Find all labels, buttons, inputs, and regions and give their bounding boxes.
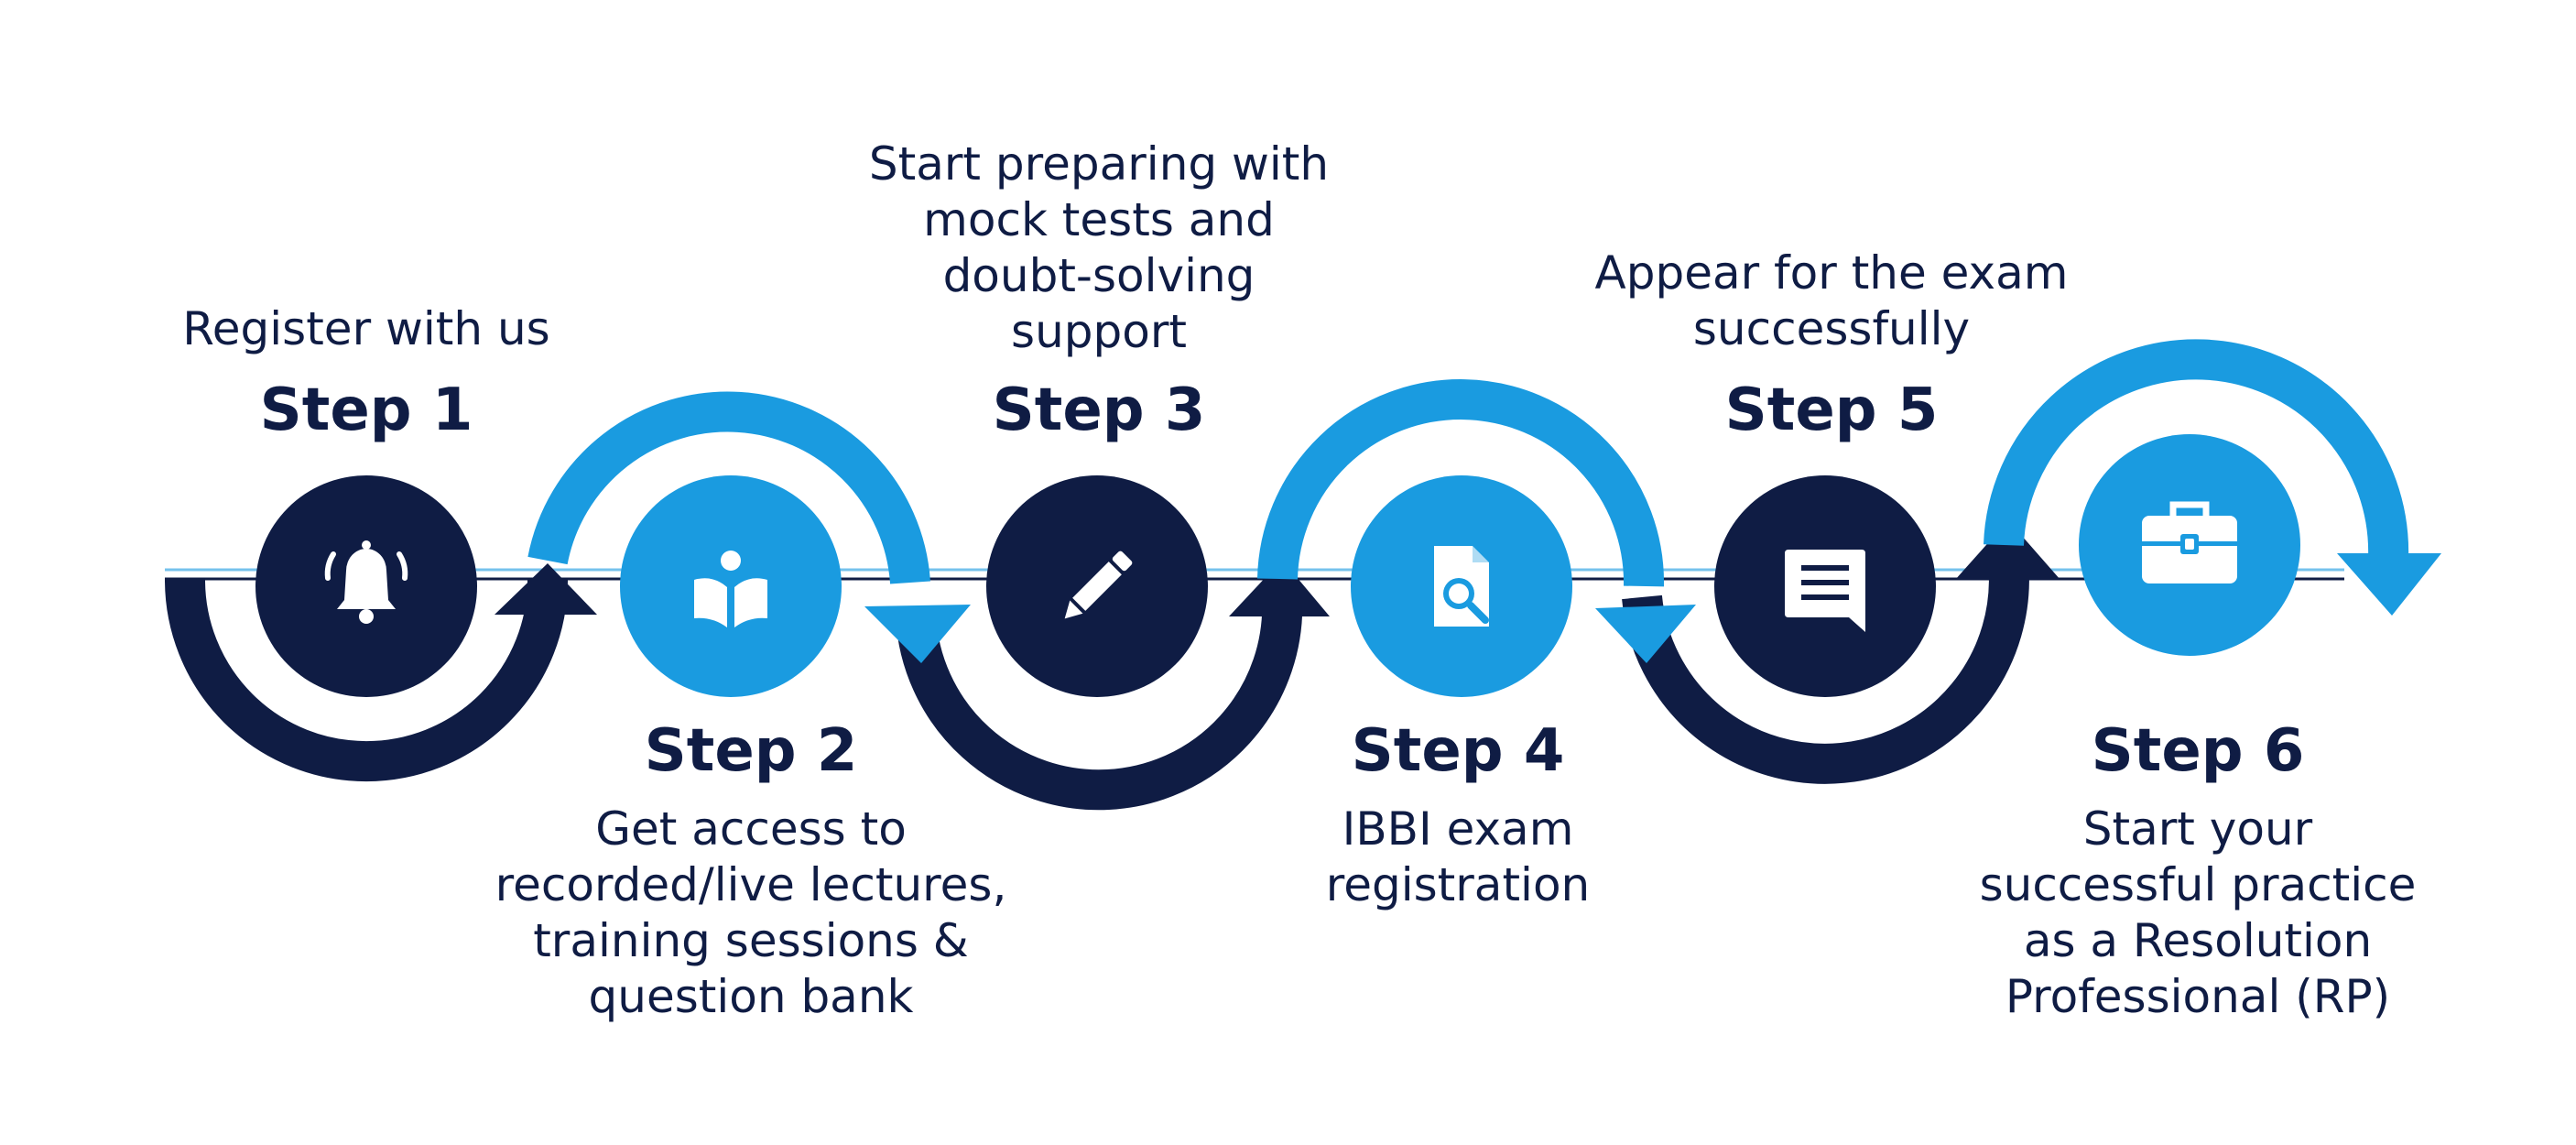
step-1-description: Register with us	[182, 302, 550, 355]
step-2-circle	[620, 475, 842, 697]
step-3-title: Step 3	[992, 376, 1206, 444]
arrowhead-up-1	[495, 563, 597, 615]
lower-arcs	[165, 560, 2029, 811]
arc-below-step-1	[165, 579, 568, 781]
step-5-title: Step 5	[1724, 376, 1939, 444]
arrowhead-up-2	[1229, 560, 1330, 616]
arc-below-step-3	[896, 595, 1303, 811]
message-icon	[1785, 550, 1865, 632]
step-1-title: Step 1	[259, 376, 473, 444]
arc-below-step-5	[1622, 560, 2029, 784]
step-3-description: Start preparing with mock tests and doub…	[868, 137, 1330, 358]
pencil-icon	[1064, 551, 1133, 619]
step-6-description: Start your successful practice as a Reso…	[1979, 802, 2417, 1023]
step-2-description: Get access to recorded/live lectures, tr…	[495, 802, 1007, 1023]
arc-above-step-2	[527, 391, 930, 584]
book-reader-icon	[694, 551, 767, 627]
lower-arrowheads	[495, 520, 2060, 616]
step-5-description: Appear for the exam successfully	[1594, 246, 2069, 355]
arrowhead-down-2	[1595, 605, 1696, 663]
arc-above-step-4	[1257, 379, 1665, 587]
arrowhead-down-3	[2337, 553, 2441, 616]
upper-arrowheads	[864, 553, 2441, 663]
briefcase-icon	[2142, 501, 2237, 583]
bell-icon	[324, 540, 408, 624]
arrowhead-down-1	[864, 605, 971, 663]
step-4-title: Step 4	[1351, 717, 1565, 785]
document-search-icon	[1434, 546, 1489, 627]
step-4-description: IBBI exam registration	[1325, 802, 1591, 911]
upper-arcs	[527, 339, 2409, 587]
step-2-title: Step 2	[644, 717, 858, 785]
arrowhead-up-3	[1955, 520, 2060, 580]
arc-above-step-6	[1984, 339, 2409, 560]
step-6-title: Step 6	[2091, 717, 2305, 785]
